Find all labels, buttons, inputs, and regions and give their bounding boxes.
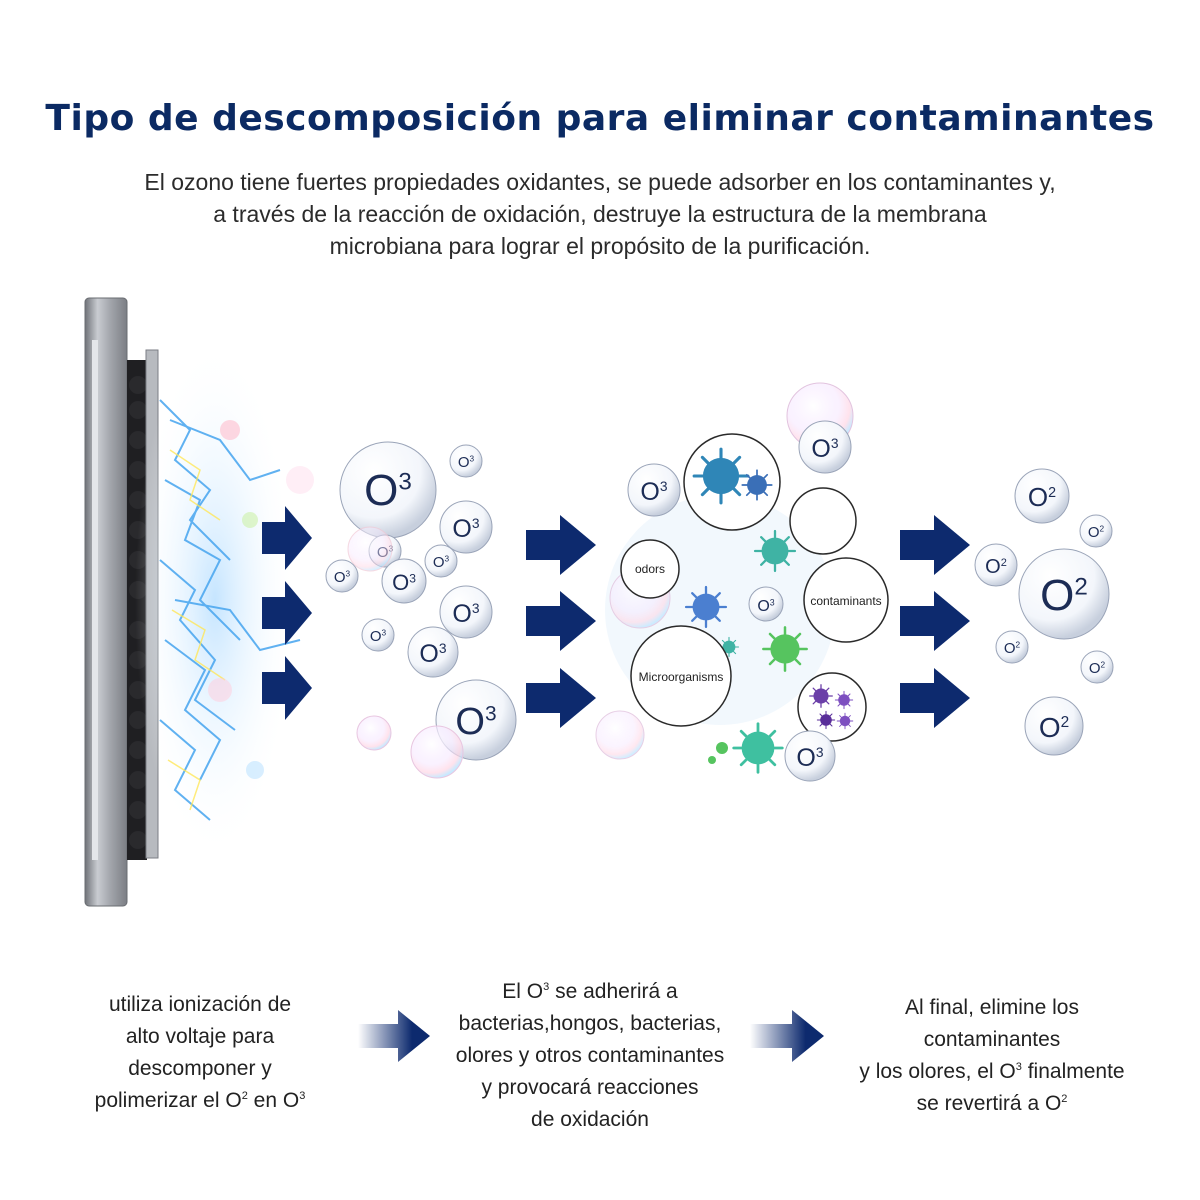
contaminants-label: contaminants: [810, 594, 881, 608]
caption-line: y provocará reacciones: [481, 1076, 699, 1099]
caption-line: se revertirá a O2: [916, 1092, 1068, 1115]
caption-arrows-row: [358, 1010, 824, 1062]
caption-line: de oxidación: [531, 1108, 649, 1131]
microorganisms-label: Microorganisms: [639, 670, 724, 684]
o3-molecule-cluster: O3 O3 O3 O3 O3 O3 O3 O3 O3 O3 O3: [325, 441, 517, 779]
caption-line: polimerizar el O2 en O3: [94, 1089, 306, 1112]
caption-step-3: Al final, elimine los contaminantes y lo…: [836, 992, 1148, 1120]
caption-arrow-1: [358, 1010, 430, 1062]
ozone-process-diagram: O3 O3 O3 O3 O3 O3 O3 O3 O3 O3 O3: [84, 297, 1114, 907]
contaminant-cluster: O3 O3 odors O3 contaminants Microorganis…: [595, 382, 889, 782]
caption-line: Al final, elimine los: [905, 996, 1079, 1019]
caption-line: y los olores, el O3 finalmente: [859, 1060, 1125, 1083]
arrows-o3-to-contaminants: [526, 515, 596, 728]
caption-line: bacterias,hongos, bacterias,: [458, 1012, 722, 1035]
caption-line: contaminantes: [923, 1028, 1061, 1051]
caption-line: utiliza ionización de: [108, 993, 292, 1016]
arrows-contaminants-to-o2: [900, 515, 970, 728]
caption-line: descomponer y: [128, 1057, 272, 1080]
caption-step-2: El O3 se adherirá a bacterias,hongos, ba…: [430, 976, 750, 1136]
caption-line: alto voltaje para: [125, 1025, 275, 1048]
caption-line: olores y otros contaminantes: [455, 1044, 725, 1067]
caption-arrow-2: [750, 1010, 824, 1062]
o2-molecule-cluster: O2 O2 O2 O2 O2 O2 O2: [974, 468, 1114, 756]
caption-step-1: utiliza ionización de alto voltaje para …: [70, 989, 330, 1117]
caption-line: El O3 se adherirá a: [502, 980, 678, 1003]
intro-line: a través de la reacción de oxidación, de…: [213, 201, 987, 227]
electric-discharge: [135, 340, 314, 860]
page-title: Tipo de descomposición para eliminar con…: [45, 98, 1155, 139]
odors-label: odors: [635, 562, 665, 576]
arrows-device-to-o3: [262, 506, 312, 720]
intro-paragraph: El ozono tiene fuertes propiedades oxida…: [60, 166, 1140, 262]
intro-line: El ozono tiene fuertes propiedades oxida…: [144, 169, 1056, 195]
germ-icon: [708, 722, 794, 774]
intro-line: microbiana para lograr el propósito de l…: [329, 233, 871, 259]
